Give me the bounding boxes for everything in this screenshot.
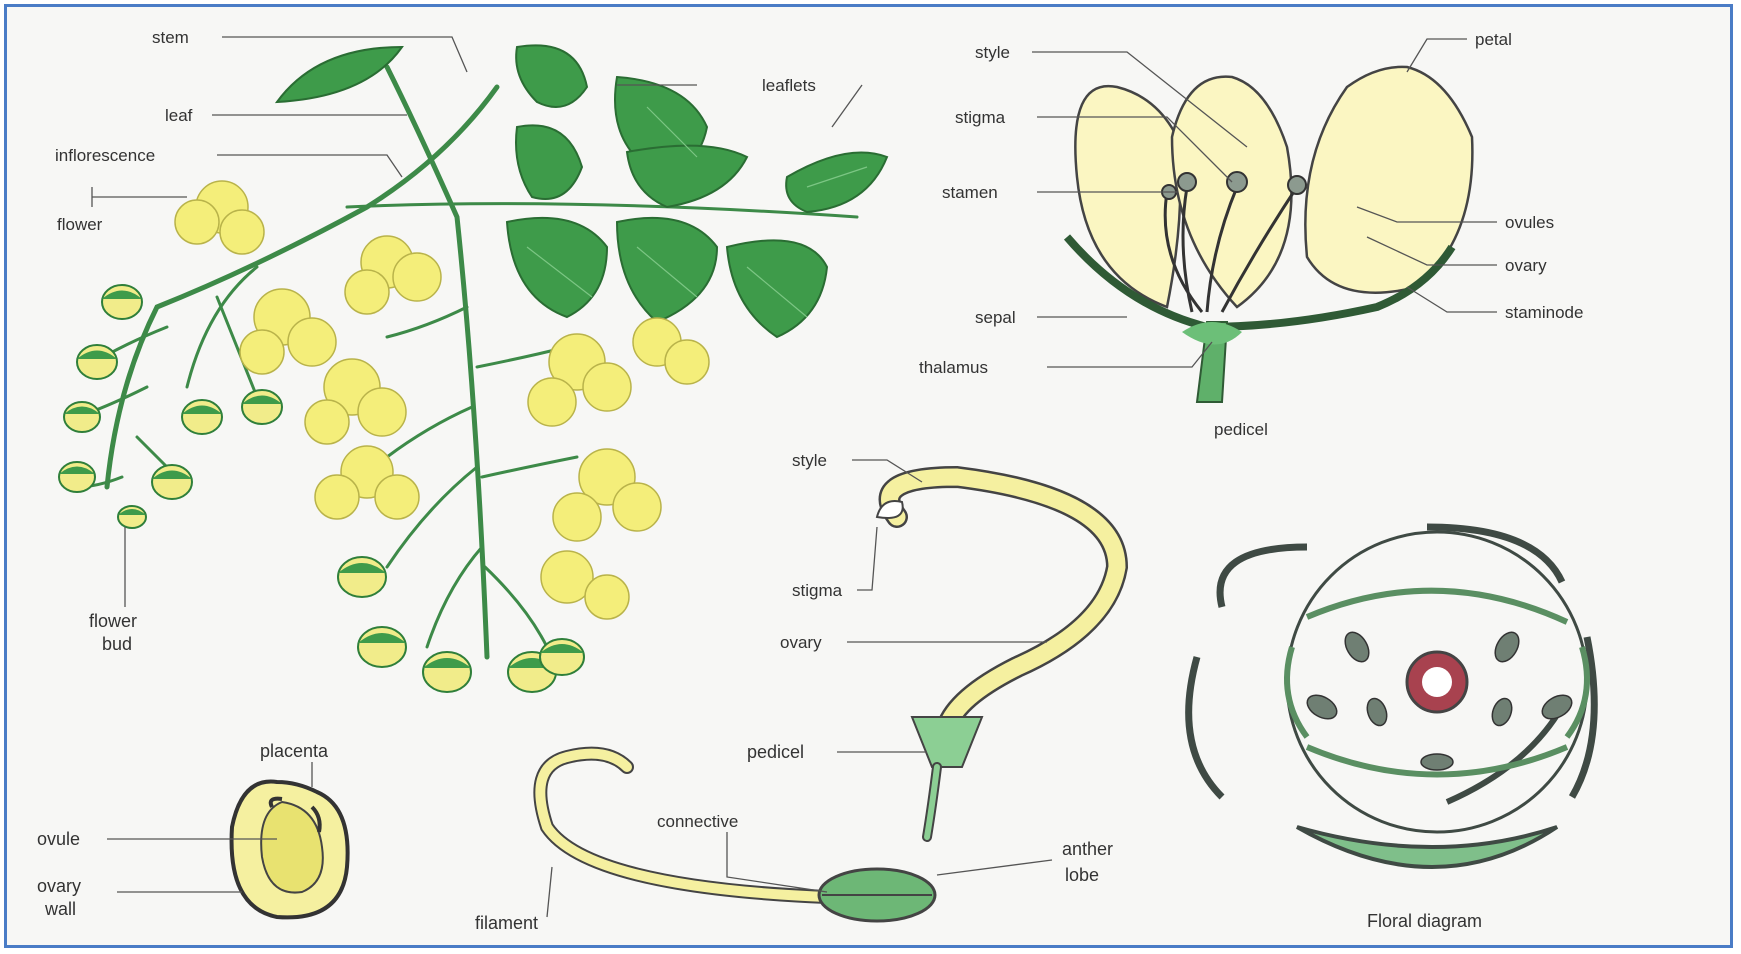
label-flower-bud-line2: bud — [102, 634, 132, 654]
label-ovule: ovule — [37, 829, 80, 849]
leaf — [277, 47, 402, 102]
label-stem: stem — [152, 28, 189, 47]
label-ovules: ovules — [1505, 213, 1554, 232]
label-stigma-top: stigma — [955, 108, 1006, 127]
label-anther-lobe-line1: anther — [1062, 839, 1113, 859]
label-anther-lobe-line2: lobe — [1065, 865, 1099, 885]
rachis — [347, 204, 857, 217]
label-thalamus: thalamus — [919, 358, 988, 377]
label-sepal: sepal — [975, 308, 1016, 327]
label-connective: connective — [657, 812, 738, 831]
pistil: style stigma ovary pedicel — [747, 451, 1117, 837]
label-leaflets: leaflets — [762, 76, 816, 95]
label-flower: flower — [57, 215, 103, 234]
label-filament: filament — [475, 913, 538, 933]
label-flower-bud-line1: flower — [89, 611, 137, 631]
label-placenta: placenta — [260, 741, 329, 761]
label-pedicel-mid: pedicel — [747, 742, 804, 762]
ovary-section: placenta ovule ovary wall — [37, 741, 348, 919]
label-petal: petal — [1475, 30, 1512, 49]
label-style-mid: style — [792, 451, 827, 470]
label-staminode: staminode — [1505, 303, 1583, 322]
floral-diagram: Floral diagram — [1189, 527, 1595, 931]
plant-diagram: stem leaf leaflets inflorescence flower … — [7, 7, 1730, 945]
label-ovary-wall-line2: wall — [44, 899, 76, 919]
label-ovary-mid: ovary — [780, 633, 822, 652]
diagram-frame: stem leaf leaflets inflorescence flower … — [4, 4, 1733, 948]
label-style-top: style — [975, 43, 1010, 62]
stamen-detail: connective anther lobe filament — [475, 754, 1113, 933]
flower-section: style petal stigma stamen ovules ovary s… — [919, 30, 1583, 439]
label-floral-diagram: Floral diagram — [1367, 911, 1482, 931]
label-pedicel-top: pedicel — [1214, 420, 1268, 439]
label-stigma-mid: stigma — [792, 581, 843, 600]
label-leaf: leaf — [165, 106, 193, 125]
label-stamen: stamen — [942, 183, 998, 202]
branch-illustration: stem leaf leaflets inflorescence flower … — [55, 28, 887, 692]
label-ovary-top: ovary — [1505, 256, 1547, 275]
label-ovary-wall-line1: ovary — [37, 876, 81, 896]
label-inflorescence: inflorescence — [55, 146, 155, 165]
